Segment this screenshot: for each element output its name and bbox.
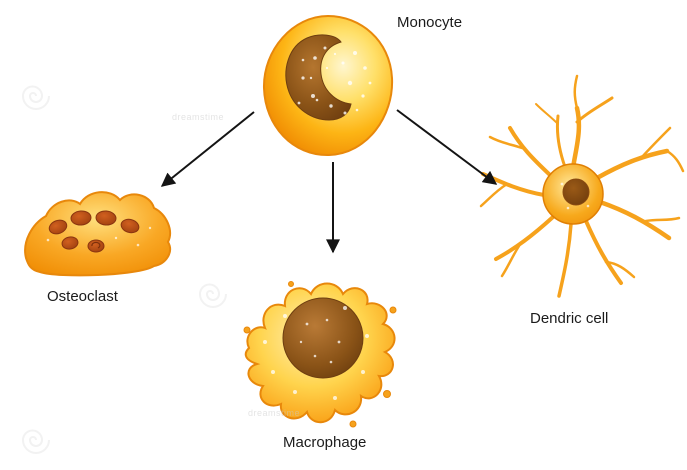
macrophage-illustration [243, 281, 397, 428]
dendrites [479, 74, 685, 298]
osteoclast-granules [46, 226, 152, 247]
monocyte-nucleus [285, 34, 352, 121]
osteoclast-cell-body [24, 191, 172, 277]
osteoclast-nucleus-swirl [91, 241, 101, 249]
dendritic-cell-illustration [479, 74, 685, 298]
macrophage-granules [263, 306, 369, 400]
watermark-text: dreamstime [248, 408, 301, 418]
arrow-monocyte-to-osteoclast [160, 111, 255, 187]
macrophage-droplets [243, 281, 397, 428]
arrow-monocyte-to-dendritic [396, 109, 498, 185]
osteoclast-nuclei [48, 210, 140, 253]
watermark-text: dreamstime [172, 112, 225, 122]
dendritic-granules [560, 182, 590, 210]
dendritic-cell-nucleus [562, 178, 590, 206]
osteoclast-illustration [24, 191, 172, 277]
monocyte-label: Monocyte [397, 14, 463, 31]
macrophage-label: Macrophage [283, 434, 367, 451]
osteoclast-label: Osteoclast [47, 288, 118, 305]
dendritic-label: Dendric cell [530, 310, 609, 327]
macrophage-nucleus [282, 297, 364, 379]
monocyte-granules [297, 46, 372, 115]
monocyte-illustration [262, 14, 394, 157]
